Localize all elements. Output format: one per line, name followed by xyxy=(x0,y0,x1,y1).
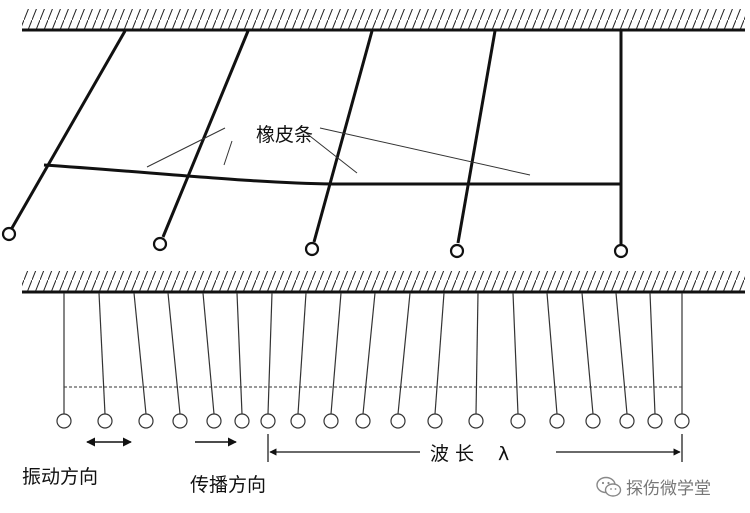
bob-1 xyxy=(56,293,72,429)
bob-10 xyxy=(355,292,376,429)
top-ceiling xyxy=(22,9,745,32)
watermark: 探伤微学堂 xyxy=(596,474,711,499)
pendulum-1 xyxy=(1,30,127,242)
watermark-text: 探伤微学堂 xyxy=(626,479,711,499)
bob-7 xyxy=(260,292,276,429)
rubber-band xyxy=(43,163,621,186)
pendulum-4 xyxy=(449,30,497,259)
wavelength-symbol: λ xyxy=(498,443,510,465)
propagation-direction-label: 传播方向 xyxy=(190,474,267,496)
bob-13 xyxy=(468,292,484,429)
pendulum-5 xyxy=(613,31,629,259)
rubber-band-leaders xyxy=(146,127,531,176)
bob-6 xyxy=(234,292,250,429)
bob-19 xyxy=(674,293,690,429)
rubber-band-label: 橡皮条 xyxy=(256,124,314,146)
pendulum-3 xyxy=(304,30,374,257)
bob-16 xyxy=(581,292,601,429)
bottom-pendulums xyxy=(56,292,690,429)
bob-3 xyxy=(133,292,154,429)
top-pendulums xyxy=(1,30,629,259)
pendulum-2 xyxy=(152,30,250,252)
wavelength-bracket xyxy=(267,434,683,462)
bob-12 xyxy=(427,292,445,429)
vibration-direction-label: 振动方向 xyxy=(22,466,99,488)
wavelength-word: 波 长 xyxy=(430,443,475,465)
bottom-ceiling xyxy=(22,271,745,294)
bob-4 xyxy=(167,292,188,429)
wechat-icon xyxy=(596,476,622,497)
bob-11 xyxy=(390,292,411,429)
bob-9 xyxy=(323,292,342,429)
bob-18 xyxy=(647,292,663,429)
bob-14 xyxy=(510,292,526,429)
bob-5 xyxy=(202,292,222,429)
bob-15 xyxy=(546,292,565,429)
bob-2 xyxy=(97,292,113,429)
bob-8 xyxy=(290,292,307,429)
bob-17 xyxy=(615,292,635,429)
